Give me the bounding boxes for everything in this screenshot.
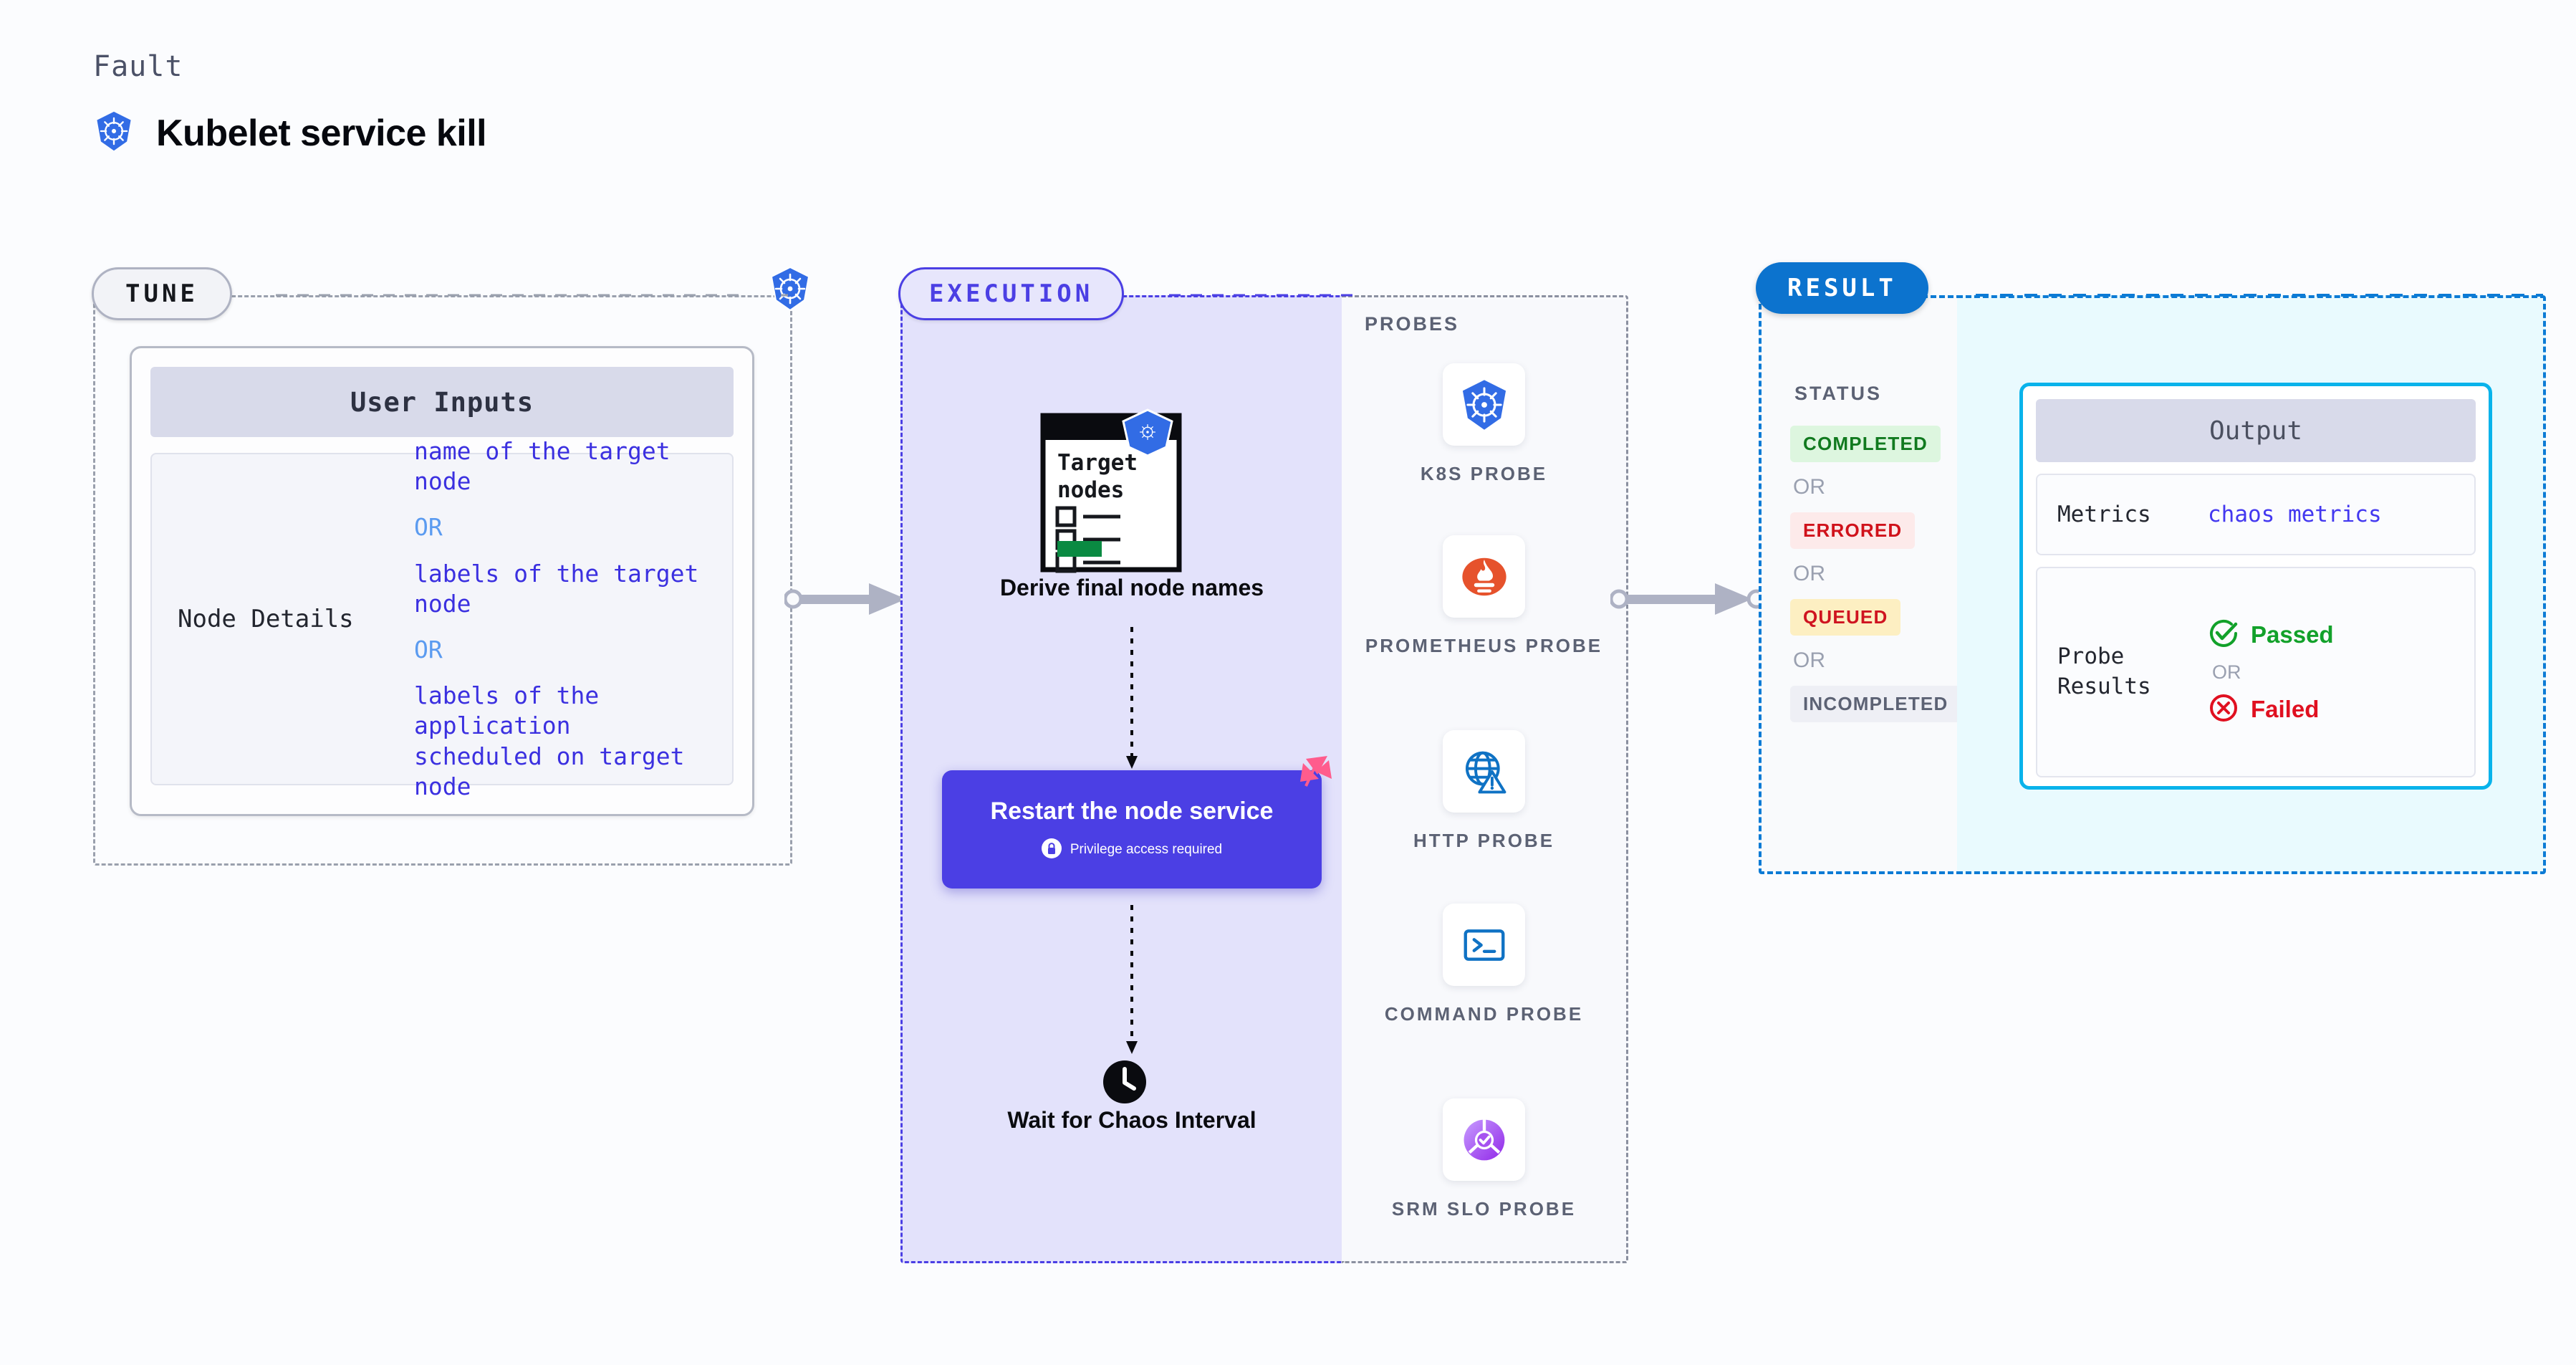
status-or-1: OR — [1793, 475, 1825, 499]
probe-label-http: HTTP PROBE — [1413, 830, 1555, 851]
kubernetes-icon — [1443, 363, 1525, 446]
progress-bar — [1057, 541, 1102, 557]
status-or-3: OR — [1793, 648, 1825, 672]
harness-logo-icon — [1284, 755, 1335, 803]
status-badge-incompleted: INCOMPLETED — [1790, 686, 1961, 722]
result-badge: RESULT — [1756, 262, 1928, 314]
srm-slo-donut-icon — [1443, 1098, 1525, 1181]
title-row: Kubelet service kill — [93, 110, 487, 155]
page-title: Kubelet service kill — [156, 112, 487, 154]
node-details-value-3: labels of the application scheduled on t… — [414, 681, 685, 800]
page-header: Fault Kubelet service kill — [93, 50, 487, 155]
privilege-note-text: Privilege access required — [1070, 842, 1223, 858]
fault-kicker: Fault — [93, 50, 183, 83]
svg-text:nodes: nodes — [1057, 477, 1124, 503]
node-details-values: name of the target node OR labels of the… — [414, 436, 732, 802]
status-badge-errored: ERRORED — [1790, 512, 1916, 549]
probe-result-failed: Failed — [2208, 692, 2334, 727]
node-details-label: Node Details — [178, 605, 354, 633]
terminal-icon — [1443, 904, 1525, 986]
node-details-value-2: labels of the target node — [414, 559, 699, 618]
user-inputs-card: User Inputs Node Details name of the tar… — [130, 346, 754, 816]
step-label-restart-the-node-service: Restart the node service — [990, 798, 1274, 825]
step-label-derive-final-node-names: Derive final node names — [999, 575, 1264, 600]
probe-prometheus[interactable]: PROMETHEUS PROBE — [1342, 535, 1626, 658]
probe-result-failed-label: Failed — [2251, 696, 2320, 722]
tune-badge: TUNE — [92, 267, 232, 320]
probe-results-values: Passed OR Failed — [2208, 618, 2334, 727]
prometheus-icon — [1443, 535, 1525, 618]
probe-command[interactable]: COMMAND PROBE — [1342, 904, 1626, 1026]
output-header: Output — [2036, 399, 2476, 462]
probe-label-srm-slo: SRM SLO PROBE — [1391, 1198, 1577, 1220]
node-details-row: Node Details name of the target node OR … — [150, 437, 734, 800]
flow-arrow-2 — [1118, 905, 1146, 1059]
x-circle-icon — [2208, 692, 2239, 727]
step-restart-the-node-service[interactable]: Restart the node service Privilege acces… — [942, 756, 1332, 889]
node-details-value-1: name of the target node — [414, 436, 671, 496]
probe-label-prometheus: PROMETHEUS PROBE — [1365, 635, 1603, 656]
probe-result-or: OR — [2212, 661, 2241, 683]
or-separator-2: OR — [414, 636, 443, 664]
probes-title: PROBES — [1365, 313, 1460, 335]
result-status-panel: RESULT STATUS COMPLETED OR ERRORED OR QU… — [1756, 262, 1962, 874]
probe-results-label: Probe Results — [2057, 643, 2151, 699]
kubernetes-icon — [767, 266, 813, 315]
or-separator-1: OR — [414, 513, 443, 542]
status-badge-completed: COMPLETED — [1790, 426, 1941, 462]
tune-panel: TUNE User Inputs Node Details name of th… — [92, 266, 810, 866]
probe-result-passed-label: Passed — [2251, 621, 2334, 648]
status-badge-queued: QUEUED — [1790, 599, 1901, 636]
probe-results-row: Probe Results Passed OR — [2036, 567, 2476, 777]
probe-label-command: COMMAND PROBE — [1384, 1003, 1584, 1025]
status-title: STATUS — [1794, 383, 1882, 404]
result-output-panel: Output Metrics chaos metrics Probe Resul… — [1957, 295, 2546, 874]
probe-http[interactable]: HTTP PROBE — [1342, 730, 1626, 853]
globe-warning-icon — [1443, 730, 1525, 813]
status-or-2: OR — [1793, 562, 1825, 585]
execution-badge: EXECUTION — [898, 267, 1125, 320]
probes-panel: PROBES K8S PROBE — [1342, 295, 1628, 1263]
check-circle-icon — [2208, 618, 2239, 653]
metrics-row: Metrics chaos metrics — [2036, 474, 2476, 555]
lock-icon — [1041, 838, 1062, 862]
svg-text:Target: Target — [1057, 450, 1138, 476]
probe-k8s[interactable]: K8S PROBE — [1342, 363, 1626, 486]
kubernetes-icon — [93, 110, 135, 155]
probe-result-passed: Passed — [2208, 618, 2334, 653]
clock-icon — [1102, 1059, 1148, 1108]
step-label-wait-for-chaos-interval: Wait for Chaos Interval — [1007, 1107, 1256, 1133]
status-list: COMPLETED OR ERRORED OR QUEUED OR INCOMP… — [1790, 426, 1961, 722]
privilege-note: Privilege access required — [1041, 838, 1223, 862]
user-inputs-header: User Inputs — [150, 367, 734, 437]
probe-srm-slo[interactable]: SRM SLO PROBE — [1342, 1098, 1626, 1221]
probe-label-k8s: K8S PROBE — [1420, 463, 1548, 484]
metrics-value[interactable]: chaos metrics — [2208, 502, 2382, 527]
output-card: Output Metrics chaos metrics Probe Resul… — [2019, 383, 2492, 790]
metrics-label: Metrics — [2057, 502, 2151, 527]
flow-arrow-1 — [1118, 627, 1146, 774]
